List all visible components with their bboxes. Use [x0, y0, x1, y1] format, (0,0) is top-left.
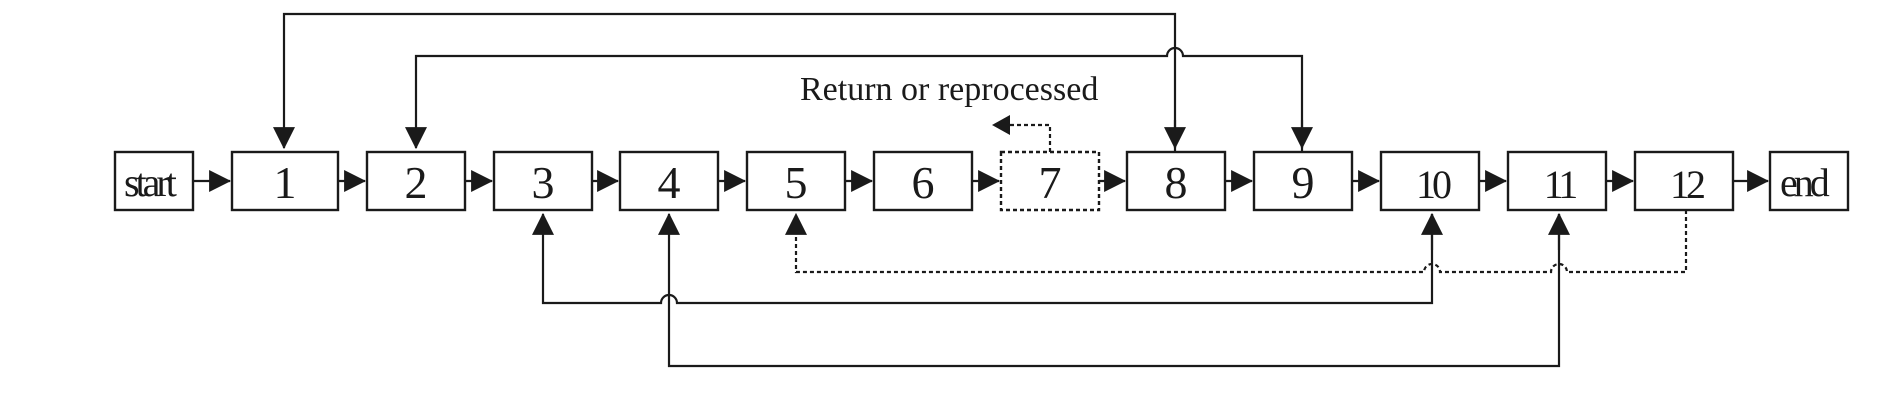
node-end-label: end: [1780, 160, 1830, 205]
node-4: [618, 150, 720, 212]
node-3-label: 3: [532, 157, 555, 208]
node-4-label: 4: [658, 157, 681, 208]
node-3: [492, 150, 594, 212]
node-7-label: 7: [1039, 157, 1062, 208]
node-6-label: 6: [912, 157, 935, 208]
feedback-edge-11-to-4: [658, 212, 1561, 368]
node-11-label: 11: [1544, 162, 1577, 207]
node-10: [1379, 150, 1481, 212]
return-edge-7: [1000, 123, 1052, 152]
node-end: [1768, 150, 1850, 212]
node-11: [1506, 150, 1608, 212]
node-1-label: 1: [274, 157, 297, 208]
feedback-edge-10-to-3: [532, 212, 1434, 305]
node-start-label: start: [124, 160, 177, 205]
node-6: [872, 150, 974, 212]
return-arrowhead-7: [992, 115, 1010, 135]
feedback-edge-8-to-1: [273, 12, 1177, 152]
node-8-label: 8: [1165, 157, 1188, 208]
node-start: [113, 150, 195, 212]
annotation-return-or-reprocessed: Return or reprocessed: [800, 71, 1098, 108]
node-5: [745, 150, 847, 212]
node-12-label: 12: [1670, 162, 1704, 207]
feedback-edge-9-to-2: [405, 46, 1304, 152]
node-2-label: 2: [405, 157, 428, 208]
node-7: [999, 150, 1101, 212]
dotted-edge-12-back: [785, 210, 1688, 274]
node-5-label: 5: [785, 157, 808, 208]
node-9-label: 9: [1292, 157, 1315, 208]
node-1: [230, 150, 340, 212]
node-12: [1633, 150, 1735, 212]
node-10-label: 10: [1416, 162, 1451, 207]
node-8: [1125, 150, 1227, 212]
